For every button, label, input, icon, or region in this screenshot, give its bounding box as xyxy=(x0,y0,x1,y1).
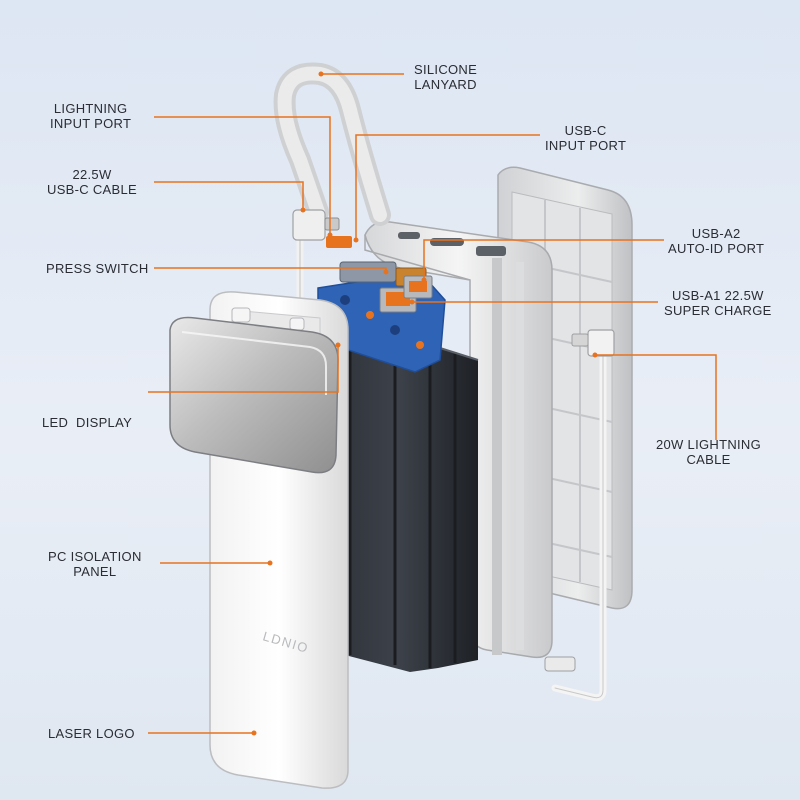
leader-usb-c-cable xyxy=(154,181,304,210)
lightning-cable xyxy=(544,329,615,702)
callout-lines xyxy=(148,73,717,734)
leader-lightning-cable xyxy=(595,354,717,440)
label-laser-logo: LASER LOGO xyxy=(48,726,135,741)
circuit-board xyxy=(317,236,446,373)
leader-led-display xyxy=(148,345,339,393)
leader-usb-a2-port xyxy=(423,239,664,280)
leader-usb-c-input-port xyxy=(355,134,540,240)
callout-dots xyxy=(251,71,598,736)
leader-lightning-input-port xyxy=(154,116,331,235)
label-led-display: LED DISPLAY xyxy=(42,415,133,430)
label-press-switch: PRESS SWITCH xyxy=(46,261,149,276)
usb-c-cable xyxy=(292,209,340,329)
silicone-lanyard xyxy=(273,62,391,226)
led-display-cap xyxy=(169,316,339,474)
